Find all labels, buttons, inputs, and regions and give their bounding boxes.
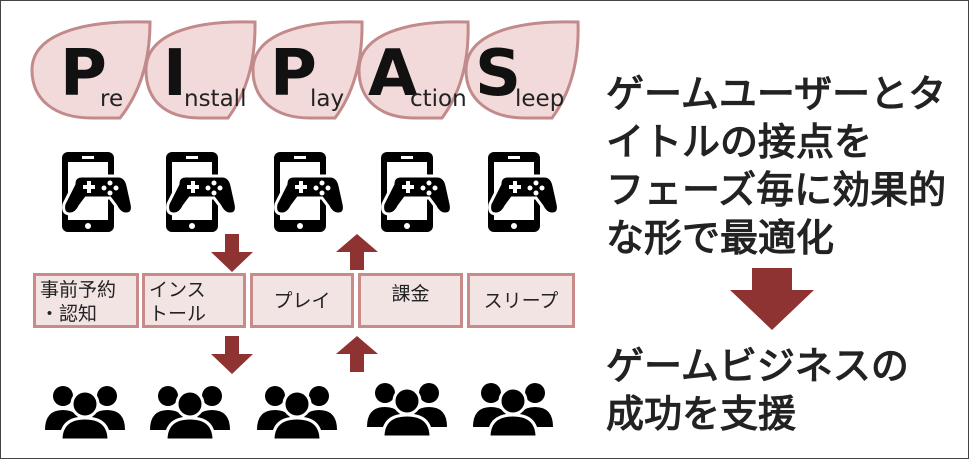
message-line: 成功を支援 — [606, 392, 797, 436]
phase-label: 課金 — [391, 283, 430, 305]
acronym-rest-p2: lay — [310, 86, 344, 112]
smartphone-gamepad-icon — [486, 150, 560, 234]
petal-action — [357, 20, 470, 120]
phase-box-play: プレイ — [250, 273, 354, 328]
message-line: ゲームビジネスの — [606, 344, 909, 388]
phase-label: プレイ — [273, 289, 331, 312]
arrow-down-big-icon — [730, 268, 814, 330]
user-group-icon — [471, 381, 555, 439]
smartphone-gamepad-icon — [60, 150, 134, 234]
user-group-icon — [148, 384, 232, 442]
phase-box-preregister: 事前予約 ・認知 — [33, 273, 139, 328]
phase-label: インス — [149, 279, 206, 301]
message-line: フェーズ毎に効果的 — [606, 168, 947, 212]
phase-label: 事前予約 — [40, 279, 117, 301]
message-line: イトルの接点を — [606, 120, 873, 164]
arrow-down-icon — [211, 234, 253, 272]
acronym-rest-s: leep — [515, 86, 564, 112]
acronym-initial-a: A — [368, 37, 418, 111]
phase-box-sleep: スリープ — [467, 273, 575, 328]
arrow-up-icon — [336, 234, 378, 270]
acronym-initial-p2: P — [270, 37, 317, 111]
phase-label: スリープ — [483, 289, 559, 312]
arrow-down-icon — [211, 336, 253, 374]
smartphone-gamepad-icon — [164, 150, 238, 234]
acronym-initial-s: S — [475, 37, 521, 111]
acronym-rest-a: ction — [410, 86, 467, 112]
phase-label: ・認知 — [40, 303, 98, 325]
phase-box-install: インス トール — [142, 273, 246, 328]
flow-arrows — [211, 234, 814, 374]
acronym-initial-i: I — [163, 37, 187, 111]
message-line: ゲームユーザーとタ — [606, 72, 947, 116]
message-line: な形で最適化 — [606, 216, 835, 260]
acronym-initial-p1: P — [60, 37, 107, 111]
smartphone-gamepad-icon — [379, 150, 453, 234]
user-group-icon — [255, 384, 339, 442]
message-bottom: ゲームビジネスの 成功を支援 — [606, 342, 909, 438]
user-group-icon — [365, 381, 449, 439]
acronym-rest-p1: re — [100, 86, 123, 112]
message-top: ゲームユーザーとタ イトルの接点を フェーズ毎に効果的 な形で最適化 — [606, 70, 946, 262]
user-row — [43, 381, 555, 442]
arrow-up-icon — [336, 336, 378, 372]
petal-row — [30, 20, 580, 120]
phase-box-billing: 課金 — [358, 273, 463, 328]
device-row — [60, 150, 560, 234]
acronym-rest-i: nstall — [184, 86, 246, 112]
smartphone-gamepad-icon — [272, 150, 346, 234]
petal-sleep — [464, 20, 580, 120]
phase-label: トール — [149, 303, 207, 325]
user-group-icon — [43, 384, 127, 442]
petal-install — [144, 20, 257, 120]
